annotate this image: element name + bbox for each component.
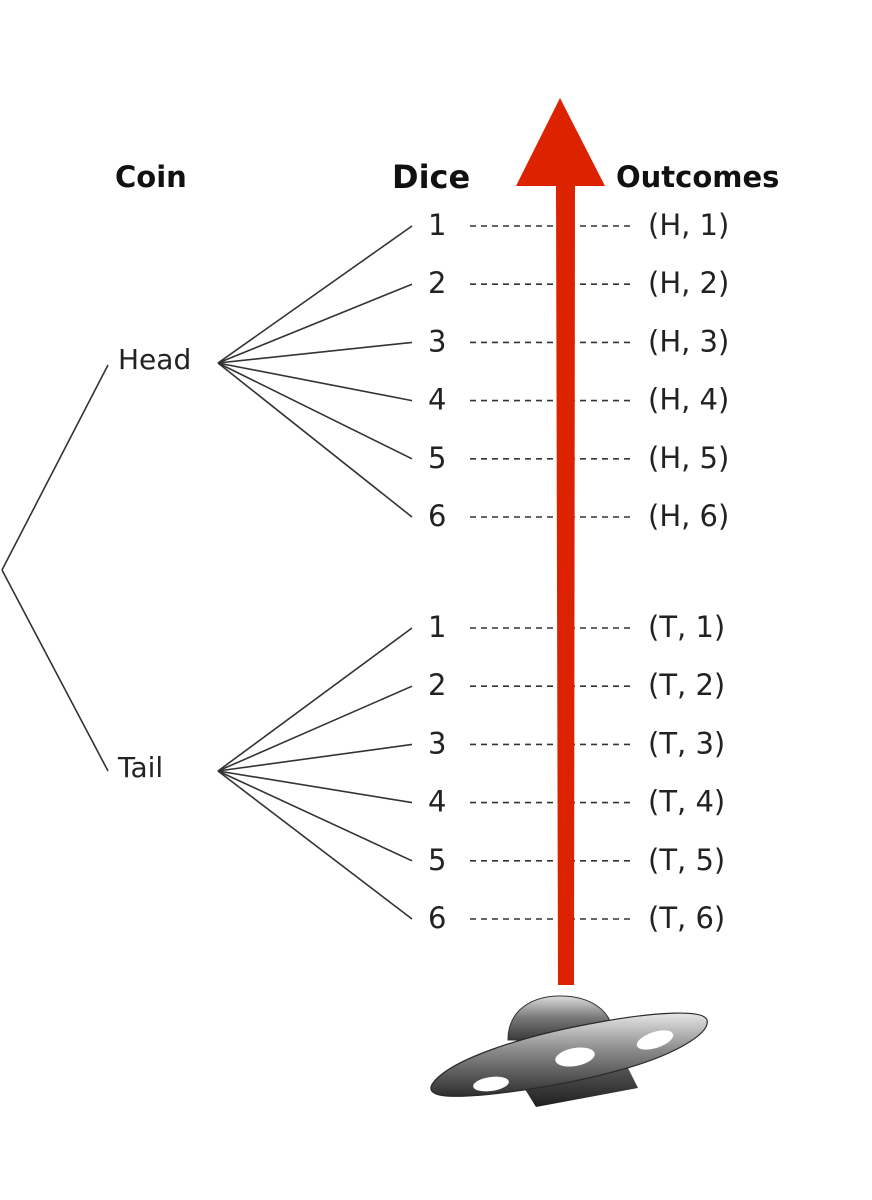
dice-branch-line: [217, 770, 413, 804]
dice-header: Dice: [392, 158, 470, 196]
dice-value-tail-2: 2: [428, 668, 446, 702]
outcome-head-5: (H, 5): [648, 441, 729, 475]
coin-branch-line-head: [1, 364, 109, 571]
outcome-head-1: (H, 1): [648, 208, 729, 242]
dice-value-head-5: 5: [428, 441, 446, 475]
tree-labels: Head 1 (H, 1) 2 (H, 2) 3 (H, 3) 4 (H, 4) 5 (H, 5) 6…: [117, 208, 729, 935]
outcome-tail-5: (T, 5): [648, 843, 725, 877]
outcome-head-4: (H, 4): [648, 383, 729, 417]
outcome-tail-2: (T, 2): [648, 668, 725, 702]
dice-branch-line: [217, 225, 413, 364]
dice-value-tail-5: 5: [428, 843, 446, 877]
coin-branch-line-tail: [1, 569, 109, 772]
outcome-tail-6: (T, 6): [648, 901, 725, 935]
dice-branch-line: [217, 362, 413, 402]
coin-label-head: Head: [118, 343, 191, 376]
dice-value-head-4: 4: [428, 383, 446, 417]
outcome-head-3: (H, 3): [648, 324, 729, 358]
coin-label-tail: Tail: [117, 751, 163, 784]
dice-branch-line: [217, 283, 413, 364]
dice-value-head-1: 1: [428, 208, 446, 242]
dice-branch-line: [217, 770, 413, 862]
outcome-head-2: (H, 2): [648, 266, 729, 300]
coin-header: Coin: [115, 160, 187, 194]
outcome-tail-4: (T, 4): [648, 785, 725, 819]
dice-branch-line: [217, 770, 413, 920]
dice-branch-line: [217, 362, 413, 460]
dice-value-tail-1: 1: [428, 610, 446, 644]
dice-value-tail-6: 6: [428, 901, 446, 935]
dice-branch-line: [217, 685, 413, 772]
dice-value-tail-4: 4: [428, 785, 446, 819]
tree-branches: [1, 225, 630, 920]
outcomes-header: Outcomes: [616, 160, 779, 194]
dice-branch-line: [217, 627, 413, 772]
ufo-icon: [430, 995, 708, 1107]
outcome-head-6: (H, 6): [648, 499, 729, 533]
outcome-tail-1: (T, 1): [648, 610, 725, 644]
dice-value-head-6: 6: [428, 499, 446, 533]
up-arrow-icon: [516, 98, 605, 985]
dice-value-head-2: 2: [428, 266, 446, 300]
outcome-tail-3: (T, 3): [648, 726, 725, 760]
dice-branch-line: [217, 743, 413, 772]
dice-branch-line: [217, 341, 413, 364]
dice-value-head-3: 3: [428, 324, 446, 358]
dice-value-tail-3: 3: [428, 726, 446, 760]
dice-branch-line: [217, 362, 413, 518]
